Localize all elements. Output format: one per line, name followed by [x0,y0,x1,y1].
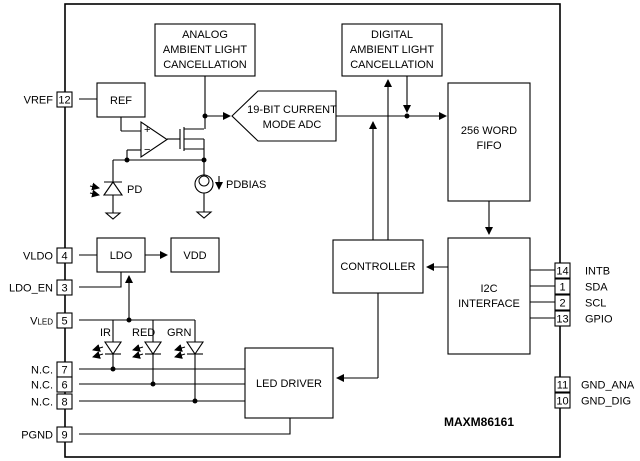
pdbias-label: PDBIAS [226,179,266,191]
pin-pgnd: 9 PGND [21,426,73,443]
ref-block [96,82,146,118]
pin-vled: 5 VLED [30,312,73,329]
digital-alc-block [341,23,443,77]
analog-alc-line3: CANCELLATION [163,59,247,71]
pin-vldo: 4 VLDO [23,247,73,264]
pin-vref: 12 VREF [24,91,73,108]
led-grn-label: GRN [167,327,192,339]
adc-line2: MODE ADC [263,119,322,131]
svg-text:12: 12 [58,95,70,107]
ldo-block [96,237,146,273]
svg-text:14: 14 [556,266,568,278]
svg-text:6: 6 [61,380,67,392]
svg-text:PGND: PGND [21,430,53,442]
pin-sda: 1 SDA [554,278,608,295]
i2c-block [447,237,531,355]
fifo-line2: FIFO [476,140,501,152]
svg-text:LDO_EN: LDO_EN [9,283,53,295]
svg-text:13: 13 [556,314,568,326]
pd-label: PD [127,184,142,196]
pin-gnd-dig: 10 GND_DIG [554,392,631,409]
svg-text:5: 5 [61,316,67,328]
analog-alc-block [154,23,256,77]
pin-intb: 14 INTB [554,262,610,279]
controller-block [332,239,424,294]
pin-scl: 2 SCL [554,294,606,311]
svg-text:INTB: INTB [585,266,610,278]
svg-text:9: 9 [61,430,67,442]
chip-name: MAXM86161 [444,415,514,429]
svg-text:SCL: SCL [585,298,606,310]
pin-nc-6: 6 N.C. [31,376,73,393]
svg-text:VREF: VREF [24,95,54,107]
led-driver-block [244,347,334,419]
led-driver-label: LED DRIVER [256,378,322,390]
light-arrows-leds [92,344,186,359]
analog-alc-line1: ANALOG [182,29,228,41]
transistor-symbol [167,127,204,151]
fifo-line1: 256 WORD [461,125,517,137]
vdd-block [170,237,220,273]
svg-text:2: 2 [559,298,565,310]
digital-alc-line2: AMBIENT LIGHT [350,44,434,56]
pin-nc-8: 8 N.C. [31,393,73,410]
ref-label: REF [110,95,132,107]
svg-text:GPIO: GPIO [585,314,613,326]
svg-text:VLED: VLED [30,316,53,328]
pin-gnd-ana: 11 GND_ANA [554,376,635,393]
photodiode-symbol [102,181,124,220]
fifo-block [447,82,531,202]
ldo-label: LDO [110,250,133,262]
digital-alc-line3: CANCELLATION [350,59,434,71]
svg-text:7: 7 [61,365,67,377]
svg-text:SDA: SDA [585,282,608,294]
i2c-line2: INTERFACE [458,298,520,310]
svg-text:GND_ANA: GND_ANA [581,380,635,392]
svg-text:4: 4 [61,251,67,263]
current-source-symbol [194,174,214,219]
opamp-plus: + [144,124,150,136]
led-ir-symbol [103,320,123,369]
led-red-label: RED [132,327,155,339]
led-ir-label: IR [100,327,111,339]
opamp-symbol [140,120,168,159]
light-arrows-pd [89,182,100,198]
svg-text:3: 3 [61,283,67,295]
opamp-minus: − [144,144,150,156]
pin-ldo-en: 3 LDO_EN [9,279,73,296]
pin-nc-7: 7 N.C. [31,361,73,378]
svg-text:N.C.: N.C. [31,365,53,377]
adc-line1: 19-BIT CURRENT [247,104,337,116]
svg-text:N.C.: N.C. [31,380,53,392]
controller-label: CONTROLLER [340,261,415,273]
digital-alc-line1: DIGITAL [371,29,413,41]
svg-text:1: 1 [559,282,565,294]
led-grn-symbol [185,320,205,401]
svg-text:N.C.: N.C. [31,397,53,409]
svg-text:GND_DIG: GND_DIG [581,396,631,408]
svg-text:8: 8 [61,397,67,409]
svg-text:VLDO: VLDO [23,251,53,263]
vdd-label: VDD [183,250,206,262]
analog-alc-line2: AMBIENT LIGHT [163,44,247,56]
i2c-line1: I2C [480,283,497,295]
svg-text:11: 11 [557,380,568,392]
svg-text:10: 10 [556,396,568,408]
pin-gpio: 13 GPIO [554,310,613,327]
